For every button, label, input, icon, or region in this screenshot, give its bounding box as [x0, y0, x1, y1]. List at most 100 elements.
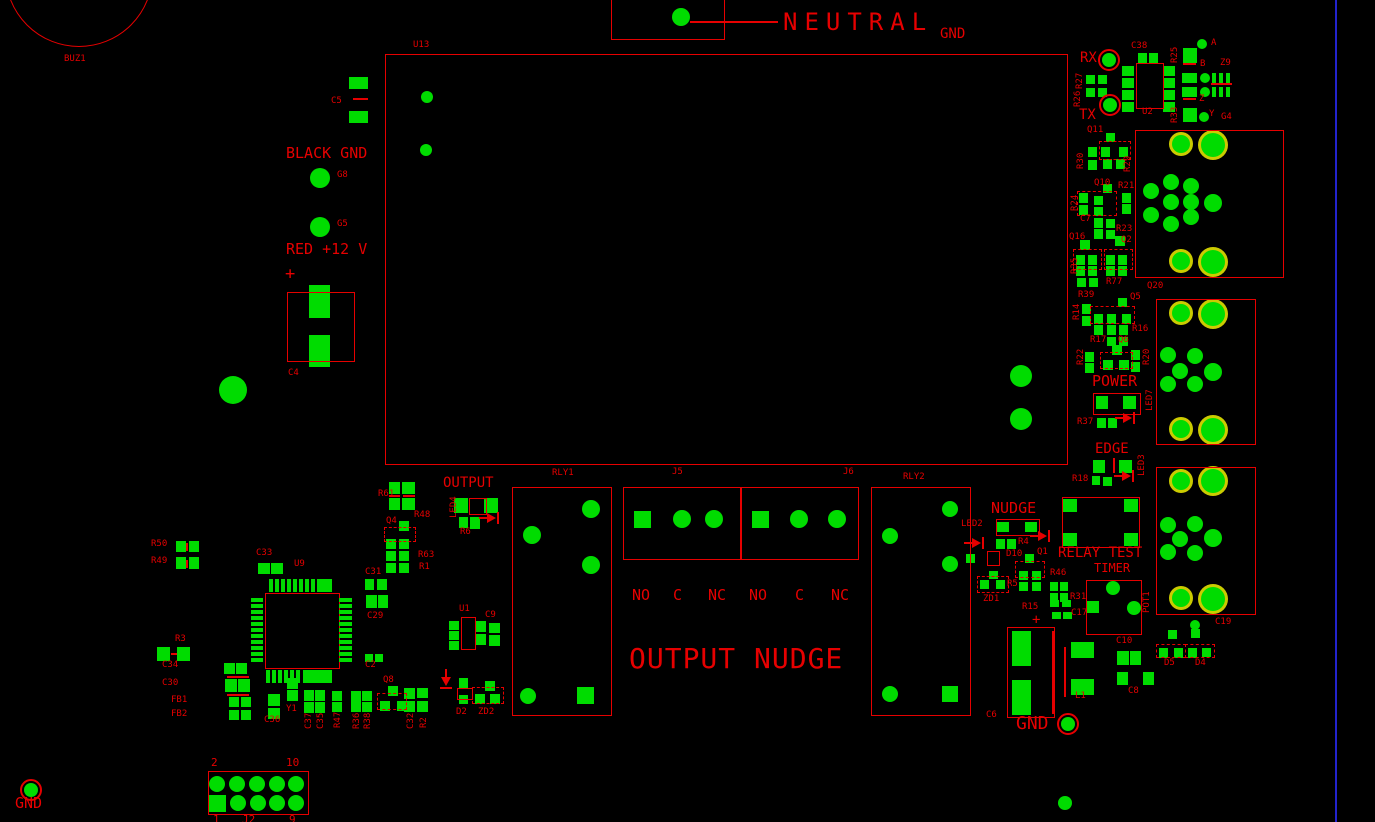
- pad-rect: [377, 579, 387, 590]
- pad-rect: [1118, 266, 1127, 276]
- pad-rect: [1052, 612, 1061, 619]
- pad-rect: [238, 679, 250, 692]
- diode-icon: [487, 513, 496, 523]
- pad-rect: [236, 663, 247, 674]
- refdes-c2: C2: [365, 660, 376, 670]
- pad-rect: [1122, 78, 1134, 88]
- pad-rect: [404, 688, 415, 699]
- pad-round: [249, 776, 265, 792]
- pad-round: [1010, 365, 1032, 387]
- refdes-c30: C30: [162, 678, 179, 688]
- refdes-buz1: BUZ1: [64, 54, 86, 64]
- pad-rect: [485, 681, 495, 691]
- pad-rect: [484, 498, 498, 513]
- refdes-q8: Q8: [383, 675, 394, 685]
- silk-line: [353, 98, 368, 100]
- pad-rect: [475, 694, 485, 704]
- component-outline-dashed: [1099, 141, 1131, 160]
- pad-rect: [1112, 345, 1122, 355]
- net-label-contact-c-2: C: [795, 586, 805, 604]
- refdes-c10: C10: [1116, 636, 1133, 646]
- pad-rect: [304, 690, 314, 701]
- refdes-led4: LED4: [449, 496, 459, 518]
- component-outline-dashed: [977, 576, 1009, 593]
- pad-rect: [1050, 593, 1058, 602]
- pad-rect: [1119, 325, 1128, 335]
- component-outline-dashed: [377, 693, 407, 710]
- pad-round: [1143, 183, 1159, 199]
- pad-rect: [315, 690, 325, 701]
- pad-rect: [1079, 193, 1088, 203]
- pad-round: [1183, 178, 1199, 194]
- pad-rect: [980, 580, 989, 589]
- pad-rect: [1122, 204, 1131, 214]
- pad-plated-ring: [1201, 469, 1225, 493]
- pad-rect: [388, 686, 398, 696]
- refdes-q11: Q11: [1087, 125, 1104, 135]
- pad-rect: [1122, 193, 1131, 203]
- component-outline: [1136, 63, 1164, 109]
- pad-rect: [339, 622, 352, 626]
- refdes-u9: U9: [294, 559, 305, 569]
- pad-round: [250, 795, 266, 811]
- refdes-r33: R33: [1170, 106, 1180, 123]
- refdes-c37: C37: [304, 712, 314, 729]
- pad-rect: [1118, 298, 1127, 307]
- refdes-r37: R37: [1077, 417, 1094, 427]
- pad-round: [523, 526, 541, 544]
- refdes-z9: Z9: [1220, 58, 1231, 68]
- pad-rect: [1082, 304, 1091, 314]
- pad-rect: [251, 622, 263, 626]
- pad-rect: [351, 691, 361, 702]
- refdes-r35: R35: [1070, 257, 1080, 274]
- pad-rect: [1188, 648, 1197, 658]
- diode-bar: [1048, 530, 1050, 542]
- pad-rect: [1094, 314, 1103, 324]
- pad-round: [942, 501, 958, 517]
- pad-rect: [454, 498, 468, 513]
- component-outline: [1156, 467, 1256, 615]
- pad-plated-ring: [1201, 302, 1225, 326]
- pad-round: [1204, 194, 1222, 212]
- pad-rect: [287, 690, 298, 701]
- pad-rect: [268, 708, 280, 719]
- diode-lead: [445, 669, 447, 677]
- component-outline: [1135, 130, 1284, 278]
- pad-round: [1190, 620, 1200, 630]
- pad-rect: [339, 640, 352, 644]
- refdes-r3: R3: [175, 634, 186, 644]
- refdes-q10: Q10: [1094, 178, 1111, 188]
- silk-line: [1113, 458, 1115, 473]
- pad-rect: [1143, 672, 1154, 685]
- pad-rect: [399, 521, 409, 531]
- silk-line: [403, 495, 415, 497]
- pad-rect: [275, 579, 279, 592]
- pad-rect: [1032, 571, 1041, 580]
- pad-rect: [339, 658, 352, 662]
- pad-rect: [287, 579, 291, 592]
- refdes-c29: C29: [367, 611, 384, 621]
- pad-round: [1204, 363, 1222, 381]
- pad-rect: [1212, 73, 1216, 83]
- pad-rect: [1079, 205, 1088, 215]
- pad-rect: [404, 701, 415, 712]
- pad-round: [882, 528, 898, 544]
- pad-rect: [475, 621, 486, 632]
- pad-round: [1187, 376, 1203, 392]
- pad-rect: [399, 551, 409, 561]
- pad-rect: [1163, 66, 1175, 76]
- pad-rect: [1071, 679, 1094, 695]
- pad-rect: [268, 694, 280, 706]
- refdes-z: Z: [1199, 94, 1205, 104]
- net-label-gnd-top: GND: [940, 26, 966, 42]
- pad-rect: [1085, 352, 1094, 362]
- pad-annular-ring: [1099, 94, 1121, 116]
- pad-rect: [1131, 350, 1140, 360]
- refdes-r50: R50: [151, 539, 168, 549]
- pad-rect: [311, 579, 315, 592]
- pad-rect: [402, 482, 415, 494]
- pad-round: [582, 500, 600, 518]
- pad-rect: [1093, 460, 1105, 473]
- pad-round: [828, 510, 846, 528]
